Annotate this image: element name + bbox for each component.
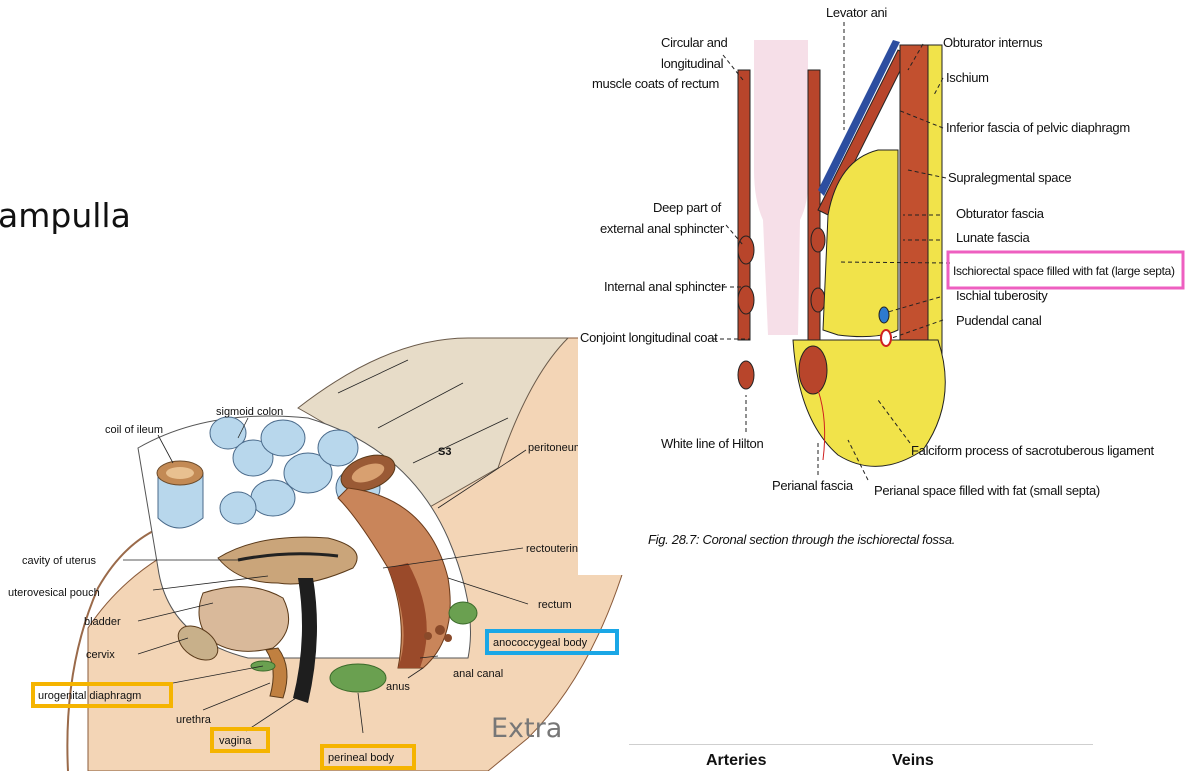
label-circular-longitudinal-1: Circular and xyxy=(661,35,728,50)
label-vagina: vagina xyxy=(219,735,252,747)
perianal-muscle xyxy=(799,346,827,394)
label-levator-ani: Levator ani xyxy=(826,5,887,20)
label-cavity-of-uterus: cavity of uterus xyxy=(22,555,96,567)
label-peritoneum: peritoneum xyxy=(528,442,583,454)
label-supralevator-space: Supralegmental space xyxy=(948,170,1071,185)
figure-caption: Fig. 28.7: Coronal section through the i… xyxy=(648,532,955,547)
extra-label: Extra xyxy=(491,713,562,744)
label-anal-canal: anal canal xyxy=(453,668,503,680)
label-conjoint-coat: Conjoint longitudinal coat xyxy=(580,330,718,345)
label-circular-longitudinal-3: muscle coats of rectum xyxy=(592,76,719,91)
label-ischiorectal-space: Ischiorectal space filled with fat (larg… xyxy=(953,264,1175,278)
label-s3: S3 xyxy=(438,446,451,458)
label-obturator-fascia: Obturator fascia xyxy=(956,206,1045,221)
label-anus: anus xyxy=(386,681,410,693)
slide-heading-fragment: ampulla xyxy=(0,196,131,235)
label-sigmoid-colon: sigmoid colon xyxy=(216,406,283,418)
label-deep-part-1: Deep part of xyxy=(653,200,722,215)
label-coil-of-ileum: coil of ileum xyxy=(105,424,163,436)
label-urethra: urethra xyxy=(176,714,212,726)
label-urogenital-diaphragm: urogenital diaphragm xyxy=(38,690,141,702)
table-header-veins: Veins xyxy=(892,752,934,770)
coronal-ischiorectal-diagram: Levator ani Obturator internus Circular … xyxy=(578,0,1186,575)
label-perianal-fascia: Perianal fascia xyxy=(772,478,854,493)
table-header-arteries: Arteries xyxy=(706,752,766,770)
label-inferior-fascia: Inferior fascia of pelvic diaphragm xyxy=(946,120,1130,135)
label-ischial-tuberosity: Ischial tuberosity xyxy=(956,288,1048,303)
label-perianal-space: Perianal space filled with fat (small se… xyxy=(874,483,1100,498)
label-perineal-body: perineal body xyxy=(328,752,395,764)
label-internal-anal-sphincter: Internal anal sphincter xyxy=(604,279,726,294)
label-uterovesical-pouch: uterovesical pouch xyxy=(8,587,100,599)
label-bladder: bladder xyxy=(84,616,121,628)
label-white-line: White line of Hilton xyxy=(661,436,763,451)
label-cervix: cervix xyxy=(86,649,115,661)
ischium xyxy=(928,45,942,375)
perineal-body-shape xyxy=(330,664,386,692)
label-pudendal-canal: Pudendal canal xyxy=(956,313,1042,328)
label-falciform-process: Falciform process of sacrotuberous ligam… xyxy=(911,443,1155,458)
anococcygeal-body-shape xyxy=(449,602,477,624)
label-circular-longitudinal-2: longitudinal xyxy=(661,56,724,71)
label-obturator-internus: Obturator internus xyxy=(943,35,1043,50)
label-deep-part-2: external anal sphincter xyxy=(600,221,725,236)
sagittal-pelvis-diagram: sigmoid colon coil of ileum S3 peritoneu… xyxy=(8,338,633,771)
label-anococcygeal-body: anococcygeal body xyxy=(493,637,588,649)
label-ischium: Ischium xyxy=(946,70,989,85)
label-rectum: rectum xyxy=(538,599,572,611)
table-header-rule xyxy=(629,744,1093,745)
ileum-coil xyxy=(157,461,203,528)
obturator-internus xyxy=(900,45,928,345)
label-lunate-fascia: Lunate fascia xyxy=(956,230,1031,245)
